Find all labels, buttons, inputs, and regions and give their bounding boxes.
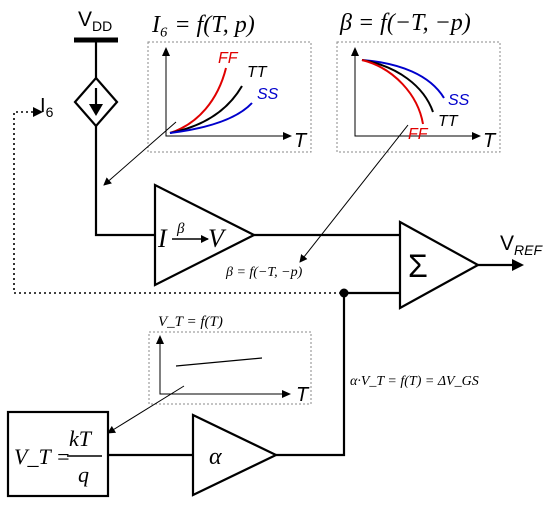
alpha-block <box>191 413 279 497</box>
vref-label: VREF <box>500 232 543 258</box>
i6-label: I6 <box>40 95 54 120</box>
i6-series-tt-label: TT <box>247 64 268 81</box>
junction-dot <box>339 288 349 298</box>
beta-pointer-arrow <box>299 124 409 263</box>
i6-series-ff-label: FF <box>218 50 239 67</box>
iv-converter-i-label: I <box>157 224 168 253</box>
vt-linear-curve <box>175 357 263 367</box>
summer-block <box>398 220 481 310</box>
alpha-label: α <box>209 444 222 470</box>
i6-wire <box>94 126 155 237</box>
summer-symbol: Σ <box>408 248 428 284</box>
iv-converter-beta-label: β <box>176 221 185 237</box>
vt-block-numerator: kT <box>69 426 93 451</box>
vt-pointer-arrow <box>107 385 185 434</box>
iv-converter-v-label: V <box>208 224 227 253</box>
i6-axis-label: T <box>294 130 308 152</box>
i6-curve-ss <box>169 102 253 134</box>
converter-note: β = f(−T, −p) <box>225 265 303 280</box>
i6-inset-axes <box>165 54 285 137</box>
vdd-label: VDD <box>78 8 112 34</box>
current-arrow-icon <box>89 104 103 116</box>
beta-inset-axes <box>354 54 474 137</box>
alpha-note: α·V_T = f(T) = ΔV_GS <box>350 374 479 389</box>
vt-inset-axes <box>159 342 284 395</box>
feedback-dotted-wire <box>13 111 344 294</box>
feedback-arrow-icon <box>33 107 43 117</box>
beta-curve-ff <box>361 59 424 125</box>
beta-series-ss-label: SS <box>448 92 470 109</box>
beta-curve-ss <box>361 59 445 99</box>
beta-axis-label: T <box>483 130 497 152</box>
vt-inset-title: V_T = f(T) <box>158 314 223 330</box>
beta-series-ff-label: FF <box>408 126 429 143</box>
i6-formula: I₆ = f(T, p) <box>151 12 255 38</box>
i6-pointer-arrow <box>103 121 177 186</box>
beta-series-tt-label: TT <box>438 113 459 130</box>
summer-lower-wire <box>276 291 400 457</box>
vt-axis-label: T <box>296 384 310 406</box>
i6-curve-ff <box>169 67 227 134</box>
beta-formula: β = f(−T, −p) <box>339 10 471 36</box>
i6-series-ss-label: SS <box>257 86 279 103</box>
vt-block-lhs: V_T = <box>14 444 71 469</box>
vref-arrow-icon <box>512 259 524 271</box>
vt-block-denominator: q <box>78 462 89 487</box>
